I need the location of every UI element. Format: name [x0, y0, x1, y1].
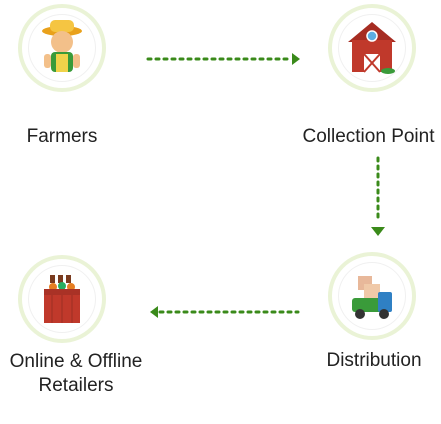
distribution-icon-container [338, 262, 406, 330]
distribution-label: Distribution [326, 350, 422, 371]
farmers-label: Farmers [26, 126, 98, 147]
retailers-icon-container [28, 265, 96, 333]
produce-crate-icon [44, 275, 80, 323]
farmers-node [18, 4, 106, 92]
collection-point-label: Collection Point [302, 126, 435, 147]
retailers-label: Online & Offline Retailers [0, 350, 152, 398]
distribution-node [328, 252, 416, 340]
retailers-label-line2: Retailers [38, 375, 114, 396]
collection-icon-container [338, 14, 406, 82]
retailers-label-line1: Online & Offline [9, 351, 143, 372]
farmers-icon-container [28, 14, 96, 82]
farmer-icon [42, 20, 82, 72]
barn-icon [348, 22, 396, 74]
retailers-node [18, 255, 106, 343]
collection-point-node [328, 4, 416, 92]
delivery-truck-icon [352, 276, 392, 319]
